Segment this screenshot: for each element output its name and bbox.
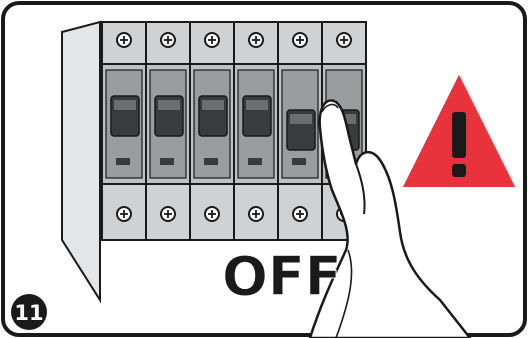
exclamation-dot [452, 164, 466, 177]
breaker-toggle-highlight [290, 114, 312, 124]
exclamation-bar [452, 112, 466, 158]
breaker-1 [102, 22, 146, 240]
breaker-indicator [160, 158, 174, 165]
breaker-indicator [116, 158, 130, 165]
step-badge-number: 11 [14, 301, 43, 325]
breaker-2 [146, 22, 190, 240]
breaker-toggle-highlight [246, 100, 268, 110]
step-badge: 11 [11, 294, 47, 330]
breaker-4 [234, 22, 278, 240]
breaker-toggle-highlight [114, 100, 136, 110]
breaker-toggle-highlight [158, 100, 180, 110]
breaker-indicator [292, 158, 306, 165]
breaker-indicator [204, 158, 218, 165]
breaker-indicator [248, 158, 262, 165]
breaker-toggle-highlight [202, 100, 224, 110]
breaker-5 [278, 22, 322, 240]
off-label: OFF [222, 245, 342, 308]
breaker-3 [190, 22, 234, 240]
